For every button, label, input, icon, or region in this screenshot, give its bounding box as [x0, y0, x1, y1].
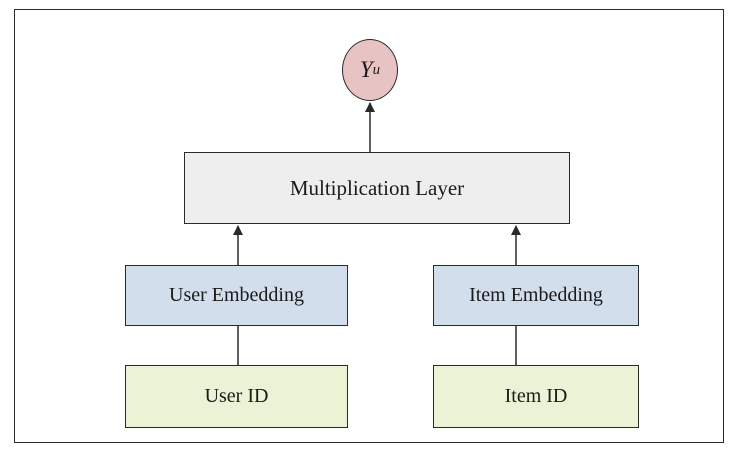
item-embedding-label: Item Embedding	[469, 284, 603, 306]
user-embedding-label: User Embedding	[169, 284, 304, 306]
item-id-label: Item ID	[504, 385, 568, 407]
user-id-box: User ID	[125, 365, 348, 428]
output-subscript: u	[372, 61, 381, 78]
item-id-box: Item ID	[433, 365, 639, 428]
user-embedding-box: User Embedding	[125, 265, 348, 326]
multiplication-layer-label: Multiplication Layer	[289, 175, 465, 200]
output-symbol: Y	[359, 57, 373, 82]
multiplication-layer-box: Multiplication Layer	[184, 152, 570, 224]
user-id-label: User ID	[204, 385, 269, 407]
item-embedding-box: Item Embedding	[433, 265, 639, 326]
